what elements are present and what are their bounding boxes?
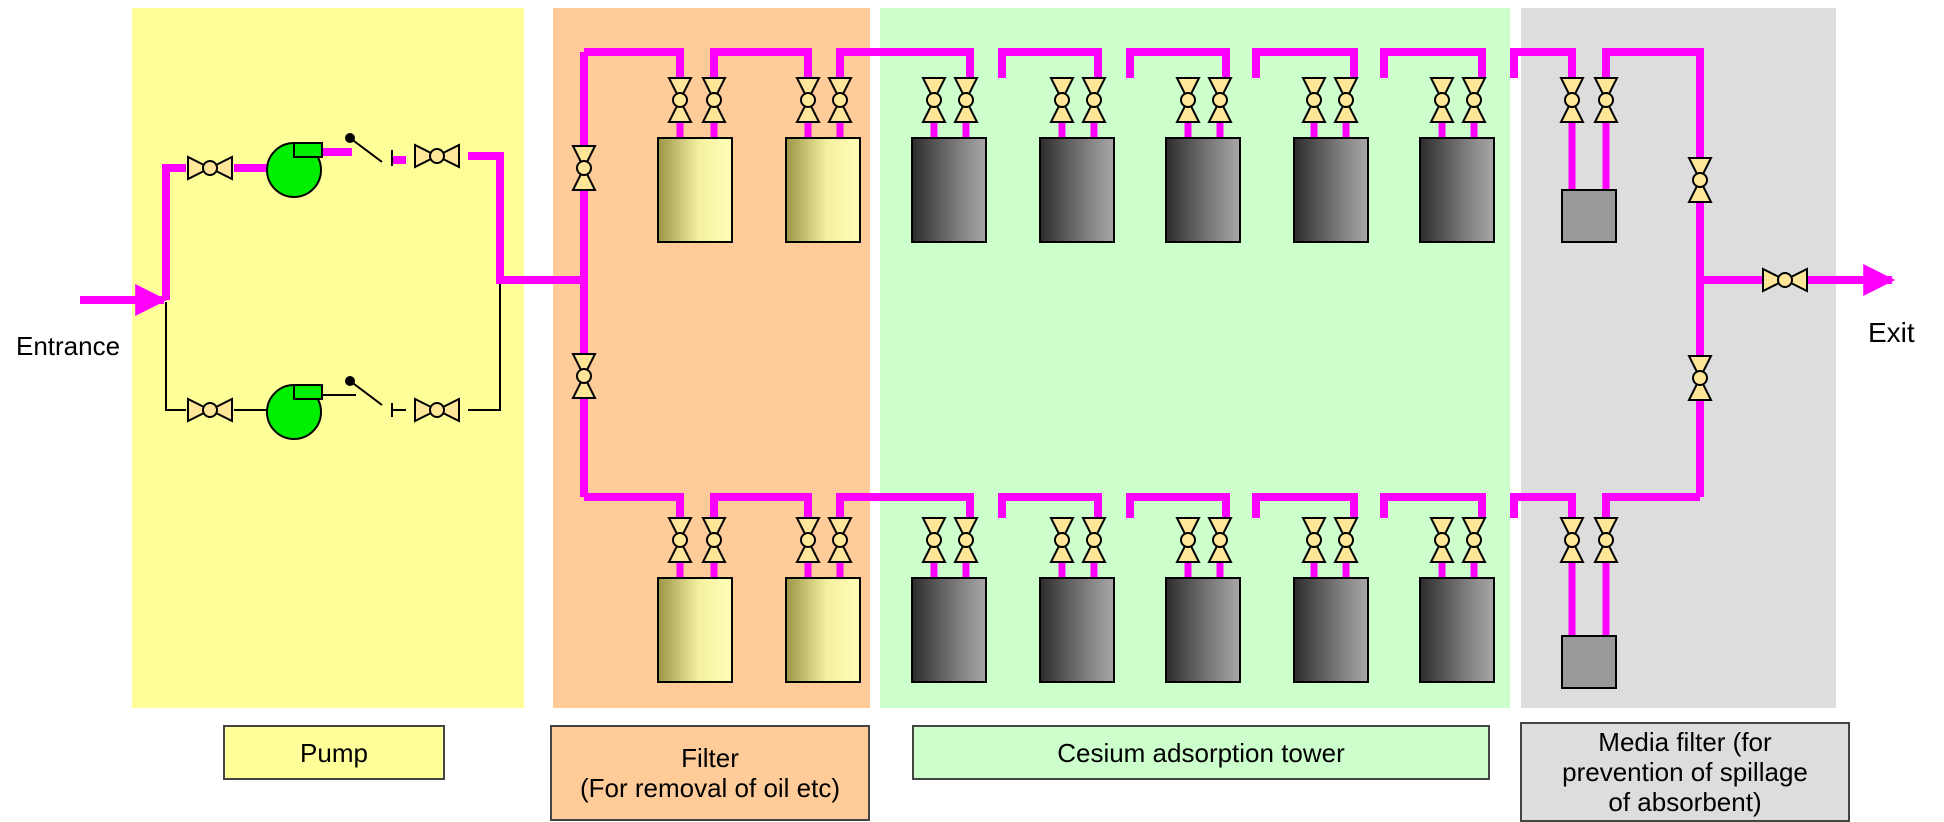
check-valve-icon bbox=[345, 376, 383, 406]
valve-icon bbox=[1461, 77, 1487, 123]
filter-vessel bbox=[785, 137, 861, 243]
valve-icon bbox=[414, 397, 460, 423]
exit-label: Exit bbox=[1868, 317, 1915, 348]
valve-icon bbox=[1559, 77, 1585, 123]
media-filter-vessel bbox=[1561, 189, 1617, 243]
cesium-tower bbox=[1293, 137, 1369, 243]
filter-vessel bbox=[657, 137, 733, 243]
valve-icon bbox=[1429, 517, 1455, 563]
valve-icon bbox=[1687, 157, 1713, 203]
valve-icon bbox=[571, 353, 597, 399]
valve-icon bbox=[1461, 517, 1487, 563]
media-label-line2: prevention of spillage bbox=[1562, 757, 1808, 787]
valve-icon bbox=[187, 397, 233, 423]
pump-icon bbox=[266, 142, 323, 198]
filter-label-line2: (For removal of oil etc) bbox=[579, 773, 841, 803]
check-valve-icon bbox=[345, 133, 393, 166]
filter-vessels bbox=[657, 137, 861, 683]
valve-icon bbox=[1207, 77, 1233, 123]
cesium-tower bbox=[911, 137, 987, 243]
valve-icon bbox=[953, 517, 979, 563]
valve-icon bbox=[795, 517, 821, 563]
pumps bbox=[266, 142, 323, 440]
valves bbox=[187, 77, 1808, 563]
valve-icon bbox=[1687, 355, 1713, 401]
valve-icon bbox=[1333, 77, 1359, 123]
pump-bypass-piping bbox=[165, 280, 501, 417]
pump-label-text: Pump bbox=[300, 737, 368, 768]
valve-icon bbox=[1301, 517, 1327, 563]
valve-icon bbox=[1593, 77, 1619, 123]
media-filters bbox=[1561, 189, 1617, 689]
valve-icon bbox=[1593, 517, 1619, 563]
valve-icon bbox=[827, 517, 853, 563]
valve-icon bbox=[1559, 517, 1585, 563]
pump-label: Pump bbox=[223, 725, 445, 780]
media-label-line3: of absorbent) bbox=[1608, 787, 1762, 817]
cesium-label-text: Cesium adsorption tower bbox=[1057, 737, 1345, 768]
valve-icon bbox=[921, 517, 947, 563]
filter-vessel bbox=[785, 577, 861, 683]
pump-zone bbox=[132, 8, 524, 708]
valve-icon bbox=[1762, 267, 1808, 293]
valve-icon bbox=[1049, 517, 1075, 563]
cesium-tower bbox=[1039, 577, 1115, 683]
filter-label: Filter (For removal of oil etc) bbox=[550, 725, 870, 821]
valve-icon bbox=[1175, 77, 1201, 123]
cesium-label: Cesium adsorption tower bbox=[912, 725, 1490, 780]
valve-icon bbox=[1049, 77, 1075, 123]
cesium-tower bbox=[1039, 137, 1115, 243]
pump-icon bbox=[266, 384, 323, 440]
valve-icon bbox=[701, 517, 727, 563]
valve-icon bbox=[414, 143, 460, 169]
valve-icon bbox=[921, 77, 947, 123]
valve-icon bbox=[795, 77, 821, 123]
valve-icon bbox=[1081, 77, 1107, 123]
valve-icon bbox=[953, 77, 979, 123]
cesium-towers bbox=[911, 137, 1495, 683]
valve-icon bbox=[1081, 517, 1107, 563]
cesium-tower bbox=[911, 577, 987, 683]
filter-vessel bbox=[657, 577, 733, 683]
cesium-tower bbox=[1419, 577, 1495, 683]
valve-icon bbox=[1301, 77, 1327, 123]
media-filter-label: Media filter (for prevention of spillage… bbox=[1520, 722, 1850, 822]
valve-icon bbox=[571, 145, 597, 191]
valve-icon bbox=[187, 155, 233, 181]
valve-icon bbox=[1207, 517, 1233, 563]
valve-icon bbox=[667, 77, 693, 123]
vessel-leads bbox=[676, 122, 1610, 636]
media-label-line1: Media filter (for bbox=[1598, 727, 1772, 757]
valve-icon bbox=[1333, 517, 1359, 563]
valve-icon bbox=[1429, 77, 1455, 123]
zones bbox=[132, 8, 1836, 708]
valve-icon bbox=[1175, 517, 1201, 563]
filter-label-line1: Filter bbox=[681, 743, 739, 773]
media-filter-vessel bbox=[1561, 635, 1617, 689]
cesium-tower bbox=[1165, 577, 1241, 683]
cesium-tower bbox=[1419, 137, 1495, 243]
check-valves bbox=[345, 133, 393, 406]
valve-icon bbox=[827, 77, 853, 123]
cesium-tower bbox=[1293, 577, 1369, 683]
valve-icon bbox=[667, 517, 693, 563]
entrance-label: Entrance bbox=[16, 331, 120, 361]
valve-icon bbox=[701, 77, 727, 123]
pipes bbox=[80, 48, 1896, 518]
cesium-tower bbox=[1165, 137, 1241, 243]
